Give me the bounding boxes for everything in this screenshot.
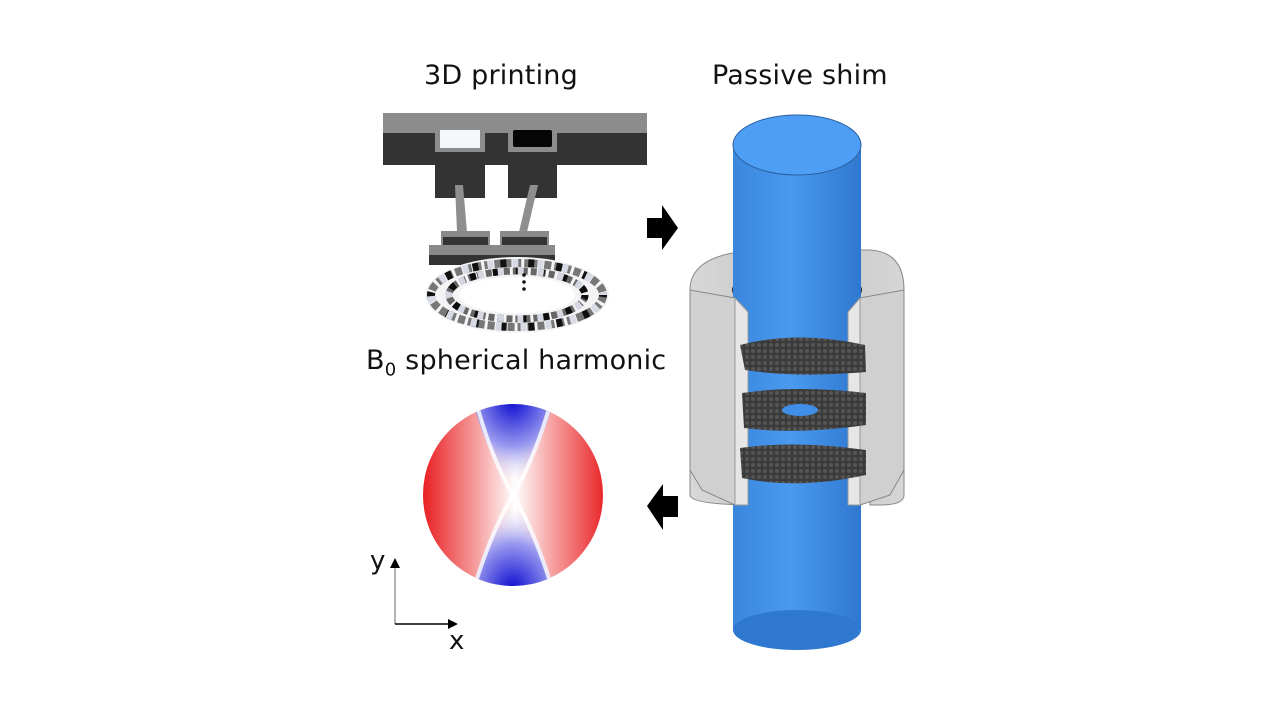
shim-ring-bottom bbox=[740, 444, 866, 484]
black-material-cartridge bbox=[513, 130, 552, 147]
passive-shim-illustration bbox=[689, 114, 905, 650]
arrow-left-icon bbox=[647, 484, 678, 530]
harmonic-title-subscript: 0 bbox=[384, 359, 397, 381]
shim-ring-top bbox=[740, 337, 866, 375]
xy-axes bbox=[390, 558, 458, 629]
arrow-right-icon bbox=[647, 205, 678, 250]
spherical-harmonic-map bbox=[423, 404, 603, 586]
printing-title: 3D printing bbox=[424, 60, 578, 91]
white-material-cartridge bbox=[440, 130, 480, 148]
harmonic-title: B0 spherical harmonic bbox=[366, 345, 666, 380]
harmonic-title-rest: spherical harmonic bbox=[396, 345, 667, 376]
blue-sample-cylinder bbox=[733, 145, 861, 630]
y-axis-label: y bbox=[370, 546, 386, 576]
x-axis-label: x bbox=[449, 626, 465, 656]
shim-title: Passive shim bbox=[712, 60, 888, 91]
harmonic-title-b: B bbox=[366, 345, 385, 376]
printer-illustration bbox=[383, 113, 647, 333]
